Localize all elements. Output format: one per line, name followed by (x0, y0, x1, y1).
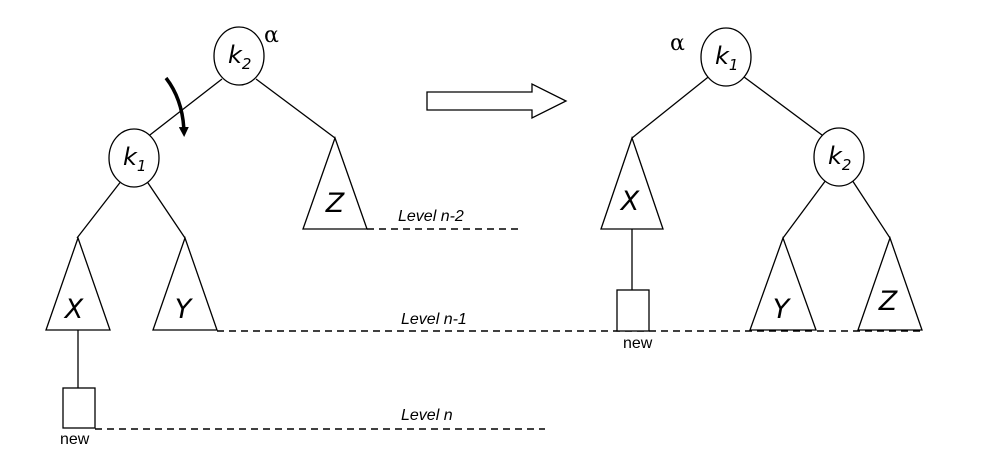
level-n-label: Level n (401, 407, 453, 424)
edge-k1-x (76, 179, 123, 239)
subtree-y-label: Y (175, 294, 194, 325)
subtree-z-label: Z (325, 188, 345, 219)
level-lines: Level n-2 Level n-1 Level n (95, 208, 922, 430)
node-k1-right (700, 27, 752, 87)
subtree-y (152, 236, 218, 331)
new-label-left: new (60, 431, 90, 448)
node-k2-right (813, 127, 865, 187)
node-k2-label: k2 (228, 41, 251, 73)
subtree-z-right-label: Z (878, 286, 898, 317)
new-label-right: new (623, 335, 653, 352)
alpha-label-left: α (264, 23, 279, 48)
edge-k2-z-right (851, 179, 891, 239)
right-tree: X Y Z k1 k2 α new (600, 27, 923, 352)
node-k1 (108, 128, 160, 188)
left-tree: Z X Y k2 k1 α new (45, 23, 368, 448)
edge-k1-k2-right (739, 73, 827, 139)
subtree-x (45, 236, 111, 331)
transform-arrow-icon (426, 82, 568, 120)
edge-k2-z (255, 78, 336, 139)
subtree-y-right-label: Y (773, 294, 792, 325)
edge-k1-x-right (631, 73, 713, 139)
alpha-label-right: α (670, 31, 685, 56)
subtree-y-right (749, 236, 817, 331)
subtree-z-right (857, 236, 923, 331)
node-k1-right-label: k1 (715, 42, 738, 74)
node-k2 (213, 26, 265, 86)
level-n-1-label: Level n-1 (401, 311, 467, 328)
edge-k2-y-right (782, 179, 827, 239)
subtree-x-right-label: X (619, 186, 640, 217)
node-k1-label: k1 (123, 143, 146, 175)
level-n-2-label: Level n-2 (398, 208, 464, 225)
new-node-box-right (616, 289, 650, 332)
edge-k1-y (145, 179, 186, 239)
new-node-box-left (62, 387, 96, 429)
subtree-x-label: X (63, 294, 84, 325)
subtree-z (302, 136, 368, 230)
node-k2-right-label: k2 (828, 142, 851, 174)
rotation-arrow-icon (164, 76, 189, 137)
edge-k2-k1 (145, 78, 223, 139)
subtree-x-right (600, 135, 664, 230)
